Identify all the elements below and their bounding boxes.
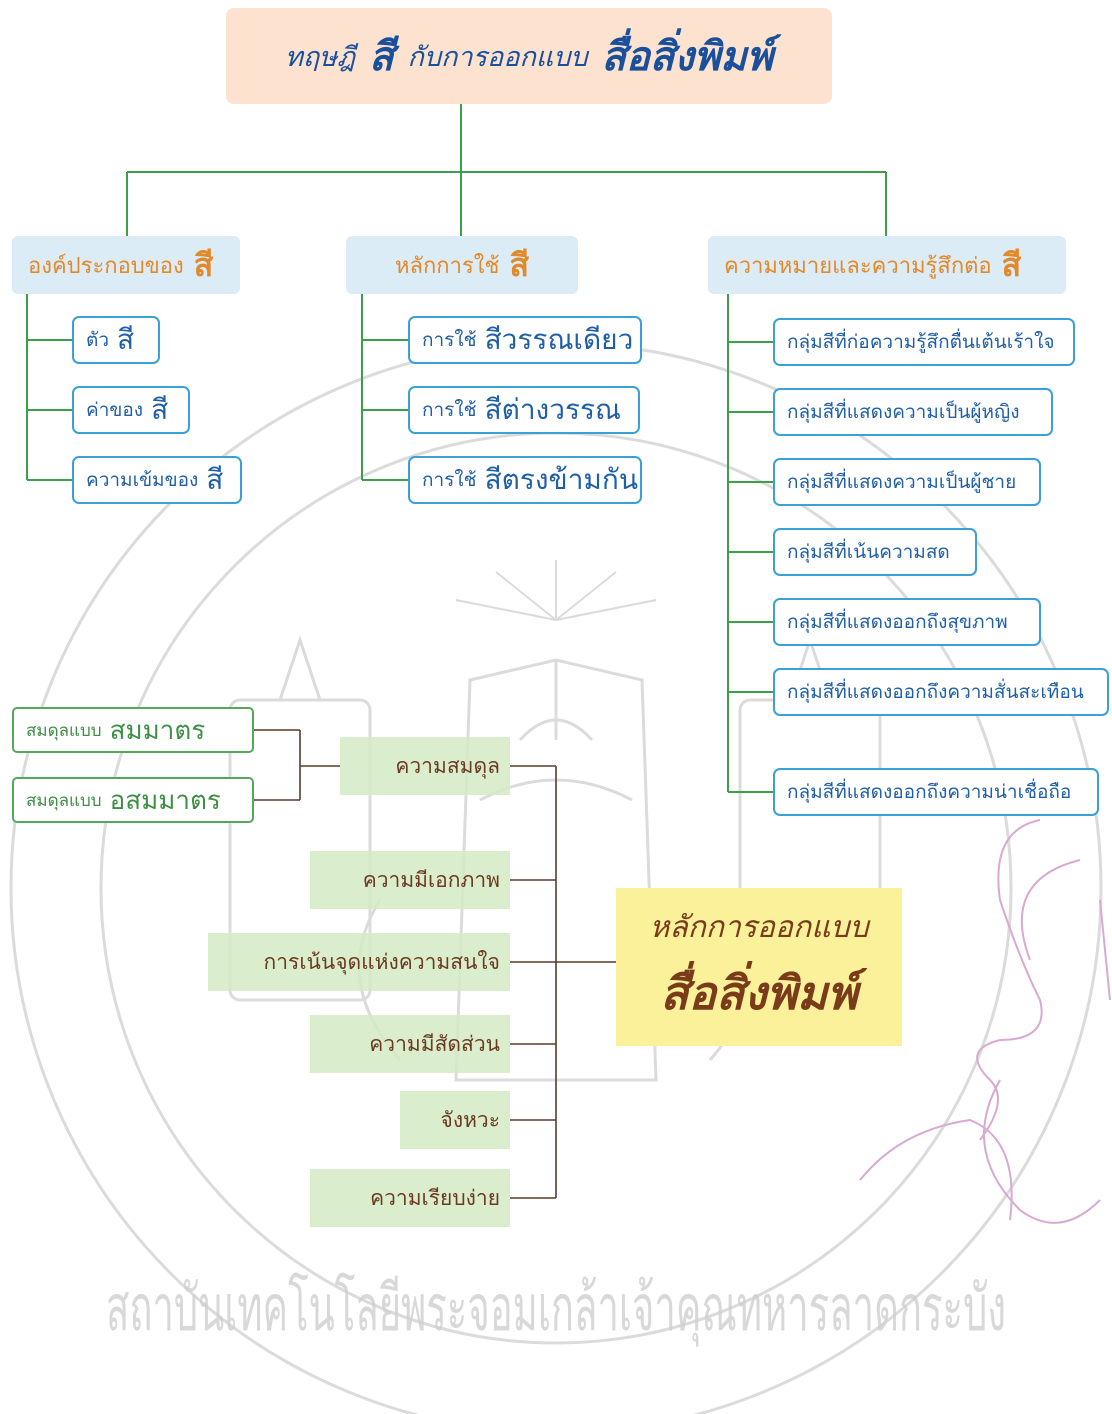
principle-label: ความมีสัดส่วน	[369, 1031, 500, 1056]
item-prefix: การใช้	[422, 399, 477, 421]
category-highlight: สี	[509, 245, 529, 284]
title-part-3: กับการออกแบบ	[407, 41, 588, 73]
principle-emphasis: การเน้นจุดแห่งความสนใจ	[208, 933, 510, 991]
color-element-item: ความเข้มของ สี	[72, 456, 242, 504]
color-element-item: ค่าของ สี	[72, 386, 190, 434]
item-keyword: สี	[206, 463, 224, 496]
category-label: ความหมายและความรู้สึกต่อ	[724, 253, 992, 279]
item-keyword: สีต่างวรรณ	[484, 393, 622, 426]
item-prefix: ความเข้มของ	[86, 469, 199, 491]
color-meaning-item: กลุ่มสีที่แสดงออกถึงสุขภาพ	[773, 598, 1041, 646]
color-element-item: ตัว สี	[72, 316, 160, 364]
item-keyword: สีตรงข้ามกัน	[484, 463, 638, 496]
core-line-1: หลักการออกแบบ	[649, 910, 869, 945]
item-text: กลุ่มสีที่แสดงออกถึงสุขภาพ	[787, 611, 1008, 633]
color-usage-item: การใช้ สีวรรณเดียว	[408, 316, 642, 364]
category-highlight: สี	[193, 245, 214, 284]
principle-label: ความสมดุล	[395, 753, 500, 778]
balance-asymmetric: สมดุลแบบ อสมมาตร	[12, 777, 254, 823]
category-color-elements: องค์ประกอบของ สี	[12, 236, 240, 294]
color-meaning-item: กลุ่มสีที่แสดงออกถึงความน่าเชื่อถือ	[773, 768, 1099, 816]
principle-label: ความมีเอกภาพ	[362, 867, 500, 892]
balance-symmetric: สมดุลแบบ สมมาตร	[12, 707, 254, 753]
principle-proportion: ความมีสัดส่วน	[310, 1015, 510, 1073]
principle-balance: ความสมดุล	[340, 737, 510, 795]
color-meaning-item: กลุ่มสีที่เน้นความสด	[773, 528, 977, 576]
item-prefix: การใช้	[422, 329, 477, 351]
balance-prefix: สมดุลแบบ	[26, 790, 102, 811]
diagram-title: ทฤษฎี สี กับการออกแบบ สื่อสิ่งพิมพ์	[226, 8, 832, 104]
item-text: กลุ่มสีที่แสดงความเป็นผู้ชาย	[787, 471, 1017, 493]
item-text: กลุ่มสีที่แสดงความเป็นผู้หญิง	[787, 401, 1020, 423]
category-highlight: สี	[1001, 245, 1022, 284]
balance-keyword: สมมาตร	[109, 715, 206, 746]
title-part-1: ทฤษฎี	[285, 41, 356, 73]
item-keyword: สี	[151, 393, 169, 426]
core-line-2: สื่อสิ่งพิมพ์	[660, 966, 858, 1020]
item-text: กลุ่มสีที่เน้นความสด	[787, 541, 950, 563]
title-part-2: สี	[369, 34, 394, 80]
principle-rhythm: จังหวะ	[400, 1091, 510, 1149]
principle-simplicity: ความเรียบง่าย	[310, 1169, 510, 1227]
item-prefix: ค่าของ	[86, 399, 144, 421]
title-part-4: สื่อสิ่งพิมพ์	[601, 34, 773, 80]
category-label: หลักการใช้	[395, 253, 500, 279]
principle-unity: ความมีเอกภาพ	[310, 851, 510, 909]
item-text: กลุ่มสีที่แสดงออกถึงความสั่นสะเทือน	[787, 681, 1084, 703]
design-principles-core: หลักการออกแบบ สื่อสิ่งพิมพ์	[616, 888, 902, 1046]
watermark-text: สถาบันเทคโนโลยีพระจอมเกล้าเจ้าคุณทหารลาด…	[106, 1272, 1006, 1347]
color-meaning-item: กลุ่มสีที่แสดงความเป็นผู้ชาย	[773, 458, 1041, 506]
color-usage-item: การใช้ สีต่างวรรณ	[408, 386, 640, 434]
color-meaning-item: กลุ่มสีที่แสดงความเป็นผู้หญิง	[773, 388, 1053, 436]
color-meaning-item: กลุ่มสีที่แสดงออกถึงความสั่นสะเทือน	[773, 668, 1109, 716]
item-prefix: การใช้	[422, 469, 477, 491]
color-usage-item: การใช้ สีตรงข้ามกัน	[408, 456, 642, 504]
category-label: องค์ประกอบของ	[28, 253, 184, 279]
principle-label: ความเรียบง่าย	[370, 1185, 500, 1210]
balance-prefix: สมดุลแบบ	[26, 720, 102, 741]
balance-keyword: อสมมาตร	[109, 785, 221, 816]
item-prefix: ตัว	[86, 329, 110, 351]
principle-label: การเน้นจุดแห่งความสนใจ	[263, 949, 500, 974]
category-color-meaning: ความหมายและความรู้สึกต่อ สี	[708, 236, 1066, 294]
color-meaning-item: กลุ่มสีที่ก่อความรู้สึกตื่นเต้นเร้าใจ	[773, 318, 1075, 366]
item-text: กลุ่มสีที่แสดงออกถึงความน่าเชื่อถือ	[787, 781, 1072, 803]
item-keyword: สีวรรณเดียว	[484, 323, 634, 356]
principle-label: จังหวะ	[440, 1107, 500, 1132]
category-color-usage: หลักการใช้ สี	[346, 236, 578, 294]
item-keyword: สี	[117, 323, 135, 356]
item-text: กลุ่มสีที่ก่อความรู้สึกตื่นเต้นเร้าใจ	[787, 331, 1055, 353]
